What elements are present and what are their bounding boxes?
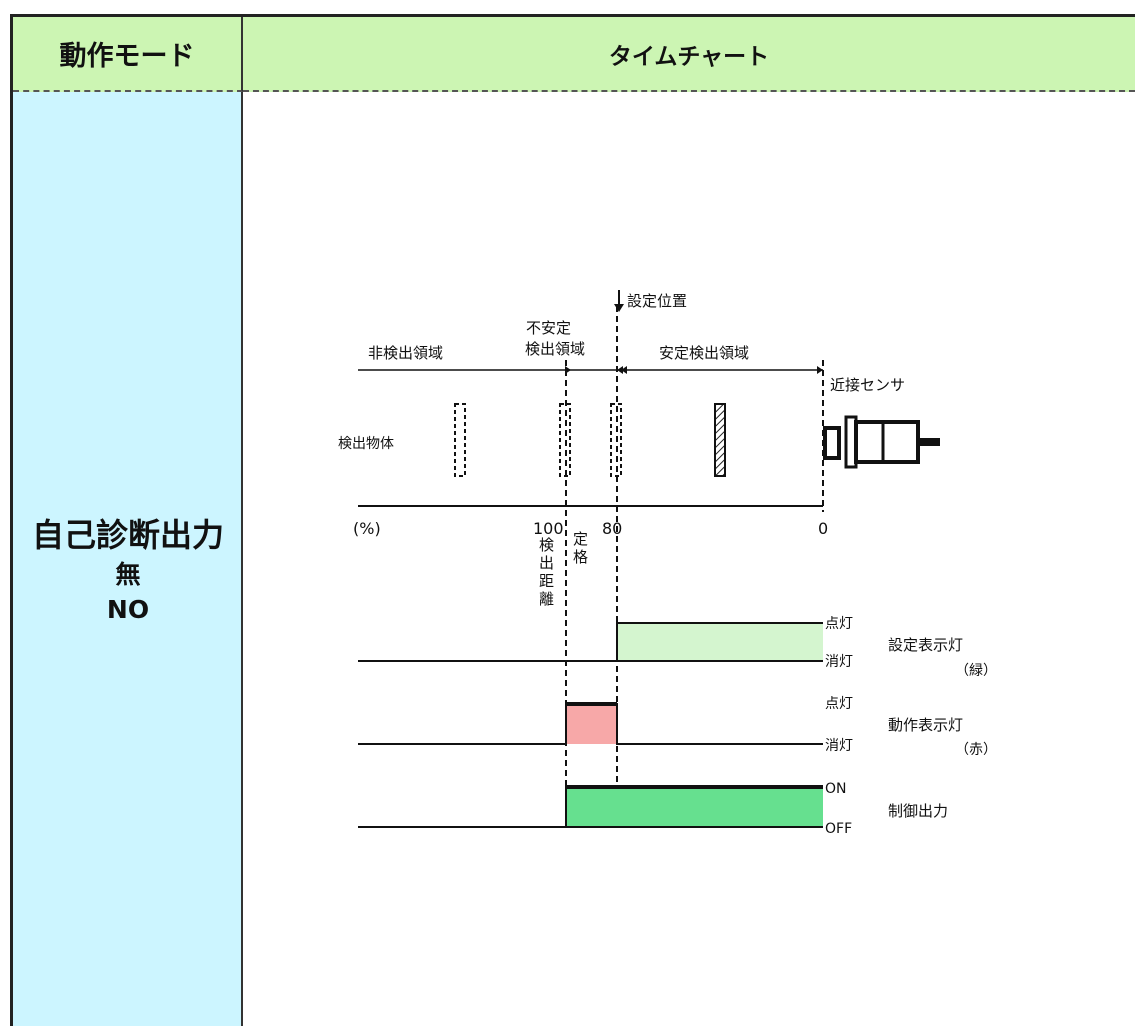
rated-char-1: 定 bbox=[573, 530, 588, 548]
setting-lamp-signal bbox=[358, 622, 823, 662]
operation-lamp-on: 点灯 bbox=[825, 696, 853, 712]
control-output-on-fill bbox=[566, 787, 823, 827]
unstable-region-label-2: 検出領域 bbox=[525, 340, 585, 358]
operation-lamp-name: 動作表示灯 bbox=[888, 716, 963, 734]
object-label: 検出物体 bbox=[338, 436, 394, 452]
header-mode: 動作モード bbox=[13, 17, 243, 92]
setting-position-arrow-icon bbox=[614, 290, 624, 312]
header-mode-label: 動作モード bbox=[59, 41, 195, 72]
operation-lamp-on-fill bbox=[566, 704, 617, 744]
tick-100: 100 bbox=[533, 519, 564, 538]
mode-table: 動作モード タイムチャート 自己診断出力 無 NO 設定位置 不安定 検出領域 … bbox=[10, 14, 1135, 1026]
timechart-cell: 設定位置 不安定 検出領域 非検出領域 安定検出領域 近接センサ bbox=[243, 92, 1135, 1026]
object-setting bbox=[610, 403, 622, 477]
control-output-name: 制御出力 bbox=[888, 802, 948, 820]
control-output-off: OFF bbox=[825, 821, 852, 837]
object-nondetect bbox=[454, 403, 466, 477]
region-arrow-line bbox=[358, 366, 823, 374]
object-stable bbox=[714, 403, 726, 477]
mode-line-2: 無 bbox=[115, 560, 141, 589]
operation-lamp-off: 消灯 bbox=[825, 738, 853, 754]
percent-unit: (%) bbox=[353, 519, 381, 538]
mode-line-3: NO bbox=[106, 595, 150, 624]
proximity-sensor-icon bbox=[823, 415, 940, 469]
header-timechart-label: タイムチャート bbox=[608, 43, 770, 70]
mode-cell: 自己診断出力 無 NO bbox=[13, 92, 243, 1026]
setting-lamp-name: 設定表示灯 bbox=[888, 636, 963, 654]
detect-distance-char-4: 離 bbox=[539, 590, 554, 608]
setting-lamp-off: 消灯 bbox=[825, 654, 853, 670]
setting-position-label: 設定位置 bbox=[627, 292, 687, 310]
detect-distance-char-2: 出 bbox=[539, 554, 554, 572]
tick-80: 80 bbox=[602, 519, 622, 538]
setting-lamp-color: （緑） bbox=[955, 663, 997, 679]
setting-lamp-on-fill bbox=[617, 623, 823, 661]
detect-distance-char-1: 検 bbox=[539, 536, 554, 554]
mode-line-1: 自己診断出力 bbox=[31, 516, 224, 554]
sensor-label: 近接センサ bbox=[830, 376, 905, 394]
header-timechart: タイムチャート bbox=[243, 17, 1135, 92]
rated-char-2: 格 bbox=[573, 548, 588, 566]
timing-diagram: 設定位置 不安定 検出領域 非検出領域 安定検出領域 近接センサ bbox=[338, 290, 997, 837]
non-detection-region-label: 非検出領域 bbox=[368, 344, 443, 362]
tick-0: 0 bbox=[818, 519, 828, 538]
control-output-on: ON bbox=[825, 781, 847, 797]
setting-lamp-on: 点灯 bbox=[825, 616, 853, 632]
object-unstable bbox=[559, 403, 571, 477]
detect-distance-char-3: 距 bbox=[539, 572, 554, 590]
unstable-region-label-1: 不安定 bbox=[526, 319, 571, 337]
operation-lamp-color: （赤） bbox=[955, 742, 997, 758]
stable-region-label: 安定検出領域 bbox=[659, 344, 749, 362]
